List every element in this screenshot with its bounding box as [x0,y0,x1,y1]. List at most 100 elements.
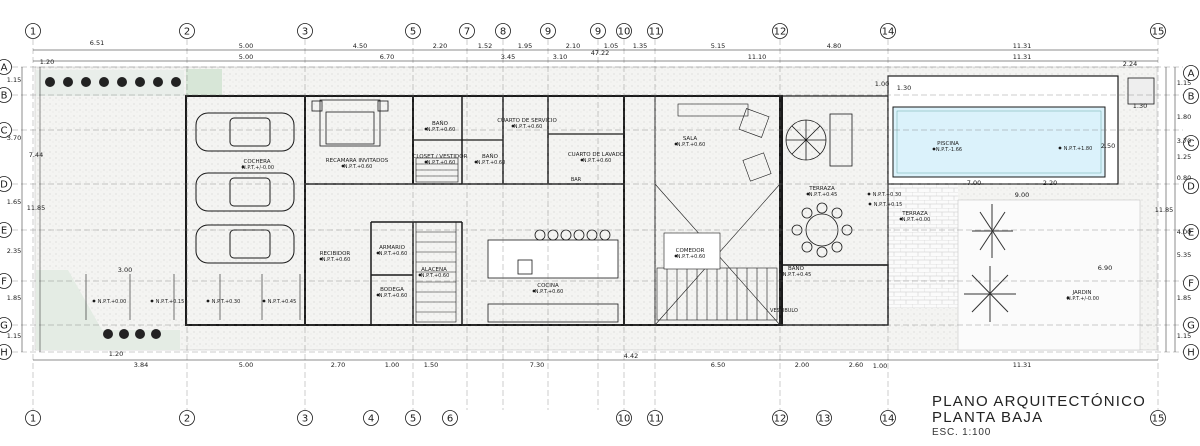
axis-label: H [0,348,8,359]
axis-label: 3 [302,414,308,425]
room-name: CUARTO DE SERVICIO [497,118,557,124]
dimension-label: 2.10 [566,42,580,50]
room-level: N.P.T.+0.60 [677,254,706,260]
axis-bubble [772,410,788,426]
room-level: N.P.T.+0.60 [421,273,450,279]
axis-label: 10 [618,414,631,425]
room-name: TERRAZA [901,211,928,217]
room-name: CLOSET / VESTIDOR [413,154,468,160]
room-name: JARDIN [1071,290,1091,296]
axis-bubble [1183,135,1199,151]
axis-label: 4 [368,414,374,425]
dimension-label: 11.85 [1155,206,1174,214]
room-level: N.P.T.+0.60 [677,142,706,148]
axis-label: 15 [1152,27,1165,38]
axis-bubble [442,410,458,426]
level-marker [376,251,380,255]
axis-label: G [1187,321,1195,332]
dimension-label: 1.80 [1177,113,1191,121]
dimension-label: 1.20 [109,350,123,358]
room-level: N.P.T.+0.60 [379,293,408,299]
axis-bubble [1150,410,1166,426]
level-marker [341,164,345,168]
axis-label: 15 [1152,414,1165,425]
level-marker [150,299,154,303]
dimension-label: 2.00 [795,361,809,369]
dimension-label: 7.30 [530,361,544,369]
room-name: ARMARIO [379,245,406,251]
level-note: N.P.T.+0.15 [156,299,185,305]
room-name: COCHERA [244,159,271,165]
axis-label: 13 [818,414,831,425]
level-marker [424,127,428,131]
dimension-label: 3.45 [501,53,515,61]
axis-bubble [179,410,195,426]
dimension-label: 1.15 [1177,79,1191,87]
dimension-label: 5.00 [239,361,253,369]
dimension-label: 4.80 [827,42,841,50]
title-block: PLANO ARQUITECTÓNICO PLANTA BAJA ESC. 1:… [932,394,1192,439]
axis-label: 3 [302,27,308,38]
dimension-label: 2.20 [1043,179,1057,187]
dimension-label: 2.70 [331,361,345,369]
dimension-label: 2.50 [1101,142,1115,150]
axis-bubble [363,410,379,426]
axis-label: 1 [30,27,36,38]
axis-label: B [1188,92,1195,103]
room-level: N.P.T.+0.45 [809,192,838,198]
kitchen [487,229,619,323]
dimension-label: 1.05 [604,42,618,50]
plants [45,77,181,339]
axis-label: 12 [774,27,787,38]
room-name: ALACENA [421,267,447,273]
room-level: N.P.T.+0.45 [783,272,812,278]
dimension-label: 5.15 [711,42,725,50]
terrace-tiles [888,184,958,308]
level-marker [206,299,210,303]
level-marker [932,147,936,151]
axis-label: 6 [447,414,453,425]
axis-label: 12 [774,414,787,425]
level-marker [92,299,96,303]
axis-bubble [772,23,788,39]
dimension-label: 1.30 [897,84,911,92]
dimension-label: 3.70 [7,134,21,142]
axis-label: F [1188,279,1194,290]
level-note: N.P.T.+1.80 [1064,146,1093,152]
dimension-label: 5.00 [239,42,253,50]
level-note: N.P.T.+0.00 [98,299,127,305]
plan-scale: ESC. 1:100 [932,427,992,438]
dimension-label: 3.84 [134,361,148,369]
dimension-label: 1.50 [424,361,438,369]
room-name: COMEDOR [676,248,705,254]
axis-bubble [495,23,511,39]
axis-bubble [0,344,12,360]
room-name: BAÑO [788,265,805,272]
level-marker [241,165,245,169]
level-marker [532,289,536,293]
room-name: BAÑO [432,120,449,127]
level-marker [376,293,380,297]
room-level: N.P.T.+0.00 [902,217,931,223]
axis-bubble [459,23,475,39]
room-name: TERRAZA [808,186,835,192]
parking-stalls [85,274,301,320]
dimension-label: 6.70 [380,53,394,61]
garden-lawn [957,199,1141,351]
level-marker [674,254,678,258]
dimension-label: 3.00 [118,266,132,274]
axis-label: 2 [184,414,190,425]
axis-bubble [25,23,41,39]
axis-label: 5 [410,414,416,425]
dimension-label: 1.00 [873,362,887,370]
axis-bubble [297,23,313,39]
room-level: N.P.T.+0.60 [427,160,456,166]
